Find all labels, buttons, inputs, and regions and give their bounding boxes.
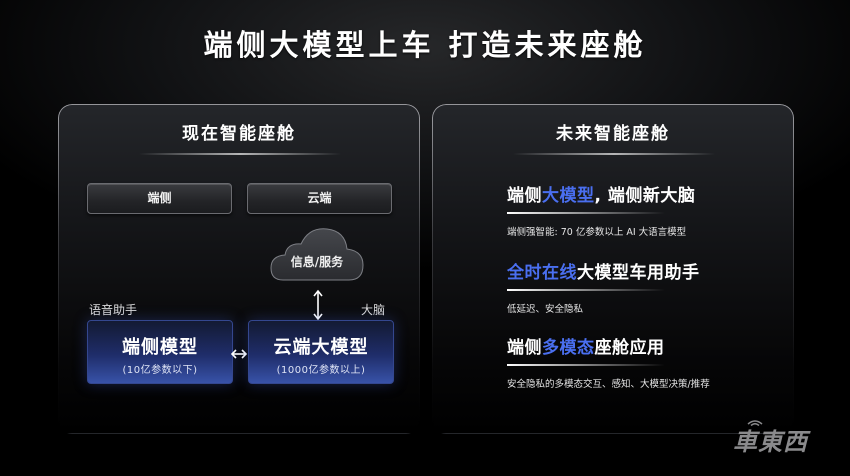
cloud-model-box: 云端大模型 (1000亿参数以上)	[248, 320, 394, 384]
feature-underline	[507, 212, 665, 214]
current-cockpit-panel: 现在智能座舱 端侧 云端 信息/服务 语音助手 大脑 端侧模型 (10亿参数以下…	[58, 104, 420, 434]
voice-assistant-label: 语音助手	[89, 303, 138, 317]
cloud-model-subtitle: (1000亿参数以上)	[276, 365, 366, 376]
cloud-model-title: 云端大模型	[273, 337, 369, 358]
panel-divider	[139, 153, 341, 155]
slide-title: 端侧大模型上车 打造未来座舱	[203, 28, 647, 62]
feature-heading-highlight: 全时在线	[507, 263, 577, 283]
future-cockpit-panel: 未来智能座舱 端侧大模型, 端侧新大脑 端侧强智能: 70 亿参数以上 AI 大…	[432, 104, 794, 434]
feature-heading: 端侧大模型, 端侧新大脑	[507, 181, 787, 206]
feature-item: 全时在线大模型车用助手 低延迟、安全隐私	[507, 258, 787, 315]
panel-title: 现在智能座舱	[182, 124, 296, 144]
panel-divider	[513, 153, 715, 155]
watermark-logo: 車東西	[733, 428, 808, 456]
feature-description: 低延迟、安全隐私	[507, 304, 584, 315]
edge-model-subtitle: (10亿参数以下)	[122, 365, 198, 376]
signal-wave-icon	[747, 420, 763, 426]
feature-description: 端侧强智能: 70 亿参数以上 AI 大语言模型	[507, 227, 687, 238]
feature-description: 安全隐私的多模态交互、感知、大模型决策/推荐	[507, 379, 710, 390]
feature-heading-text: 端侧	[507, 338, 542, 358]
feature-item: 端侧多模态座舱应用 安全隐私的多模态交互、感知、大模型决策/推荐	[507, 333, 787, 390]
vertical-double-arrow-icon	[313, 289, 323, 321]
feature-item: 端侧大模型, 端侧新大脑 端侧强智能: 70 亿参数以上 AI 大语言模型	[507, 181, 787, 238]
panel-title: 未来智能座舱	[556, 124, 670, 144]
feature-heading-text: 端侧	[507, 186, 542, 206]
horizontal-double-arrow-icon	[230, 349, 248, 359]
edge-model-box: 端侧模型 (10亿参数以下)	[87, 320, 233, 384]
feature-heading-highlight: 大模型	[542, 186, 595, 206]
cloud-label: 信息/服务	[290, 255, 344, 269]
tab-cloud: 云端	[247, 183, 392, 214]
tab-edge: 端侧	[87, 183, 232, 214]
feature-underline	[507, 364, 665, 366]
feature-heading-text: , 端侧新大脑	[594, 186, 696, 206]
brain-label: 大脑	[361, 303, 386, 317]
feature-heading: 端侧多模态座舱应用	[507, 333, 787, 358]
feature-heading-text: 座舱应用	[594, 338, 665, 358]
cloud-icon: 信息/服务	[269, 223, 365, 283]
feature-underline	[507, 289, 665, 291]
edge-model-title: 端侧模型	[122, 337, 198, 358]
feature-heading-text: 大模型车用助手	[577, 263, 700, 283]
feature-heading-highlight: 多模态	[542, 338, 595, 358]
feature-heading: 全时在线大模型车用助手	[507, 258, 787, 283]
